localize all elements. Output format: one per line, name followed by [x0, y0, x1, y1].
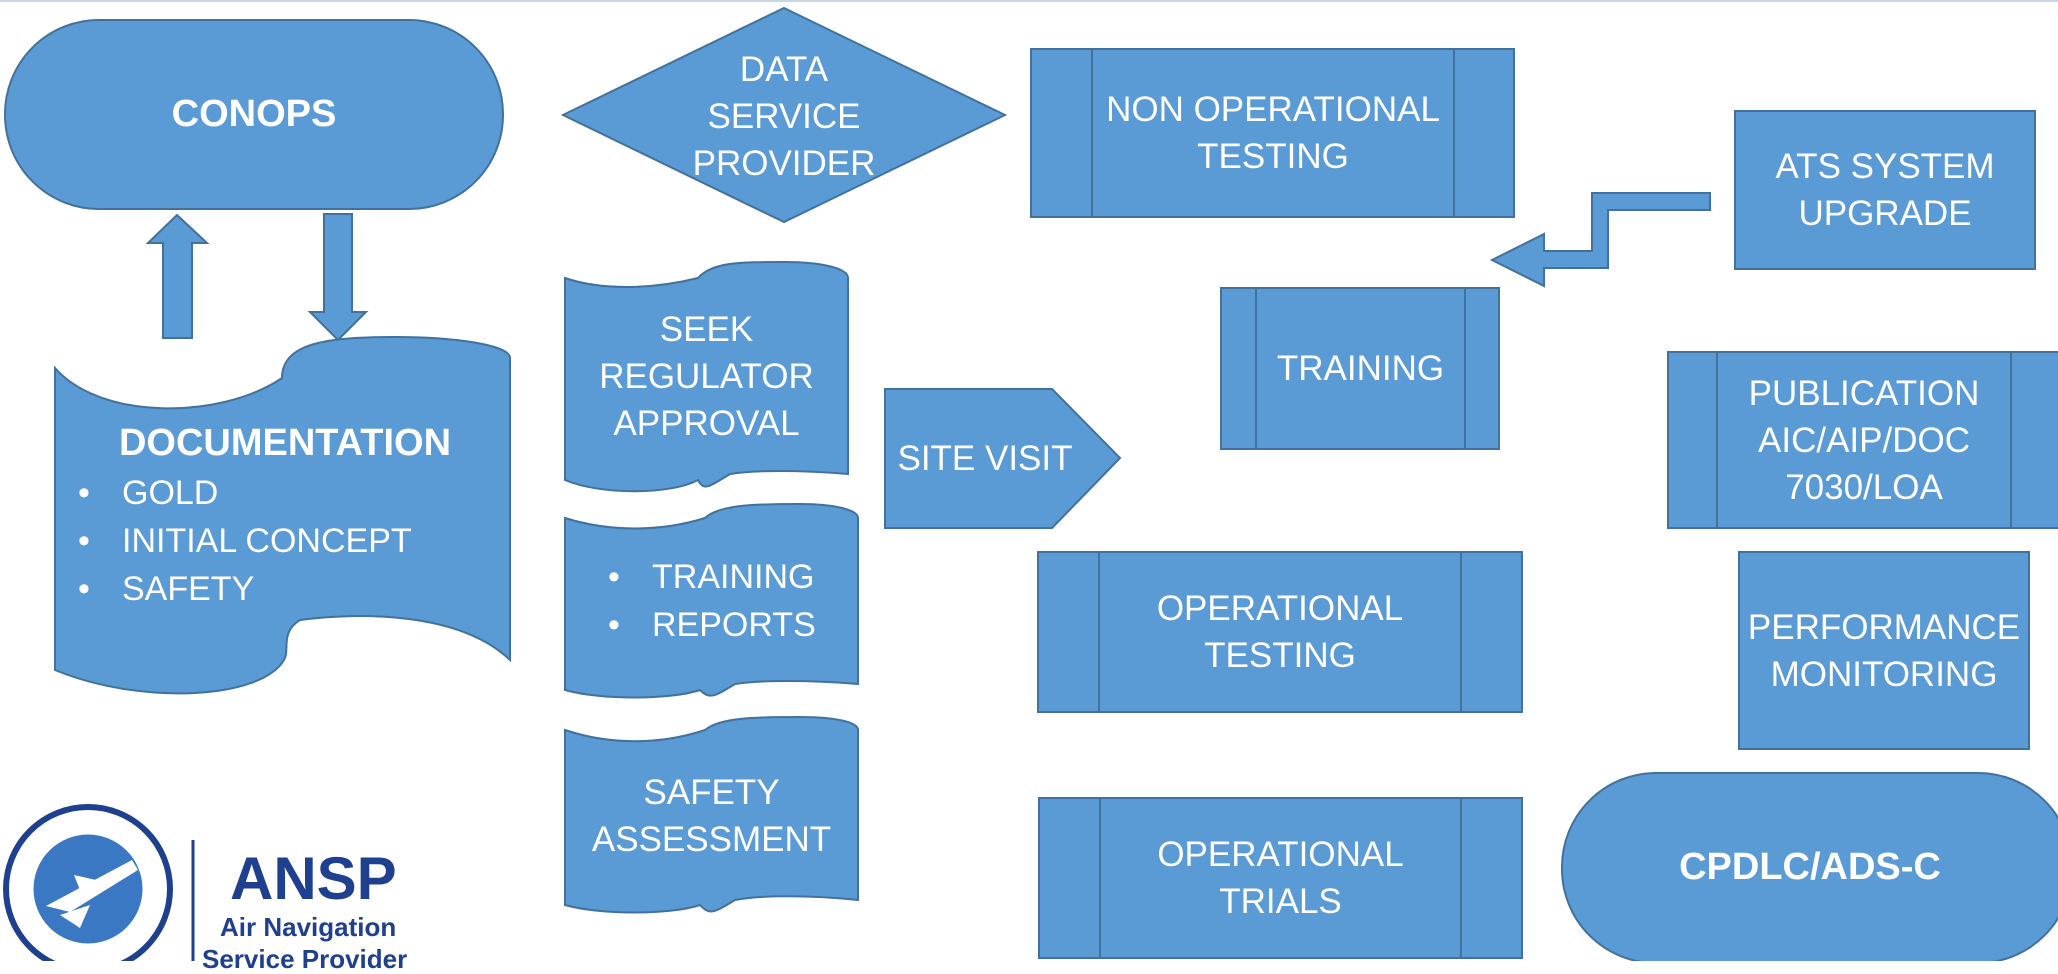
performance-monitoring-shape — [1738, 551, 2030, 750]
operational-trials-shape — [1038, 797, 1523, 959]
documentation-item: INITIAL CONCEPT — [66, 517, 412, 565]
conops-shape — [4, 19, 504, 210]
non-operational-testing-label: NON OPERATIONAL TESTING — [1106, 90, 1440, 176]
publication-shape — [1667, 351, 2058, 529]
documentation-list: GOLD INITIAL CONCEPT SAFETY — [66, 469, 412, 613]
training-label: TRAINING — [1276, 349, 1445, 388]
logo-line1: Air Navigation — [220, 912, 397, 942]
conops-label: CONOPS — [171, 93, 337, 135]
ansp-seal-logo — [3, 804, 195, 961]
logo-line2: Service Provider — [202, 944, 408, 974]
site-visit-label: SITE VISIT — [897, 439, 1073, 478]
training-shape — [1220, 287, 1500, 450]
up-arrow — [145, 213, 210, 339]
operational-testing-label: OPERATIONAL TESTING — [1156, 589, 1404, 675]
down-arrow — [307, 213, 369, 342]
cpdlc-ads-c-shape — [1561, 772, 2058, 961]
training-reports-item: REPORTS — [596, 601, 816, 649]
publication-label: PUBLICATION AIC/AIP/DOC 7030/LOA — [1748, 373, 1980, 507]
non-operational-testing-shape — [1030, 48, 1515, 218]
documentation-title: DOCUMENTATION — [118, 422, 452, 464]
safety-assessment-shape — [564, 715, 859, 914]
training-reports-item: TRAINING — [596, 553, 816, 601]
safety-assessment-label: SAFETY ASSESSMENT — [591, 773, 832, 859]
logo-acronym: ANSP — [230, 845, 397, 912]
operational-testing-shape — [1037, 551, 1523, 713]
data-service-provider-label: DATA SERVICE PROVIDER — [692, 49, 876, 183]
training-reports-list: TRAINING REPORTS — [596, 553, 816, 649]
site-visit-shape — [884, 388, 1122, 529]
seek-regulator-approval-label: SEEK REGULATOR APPROVAL — [599, 309, 814, 443]
ats-system-upgrade-label: ATS SYSTEM UPGRADE — [1775, 147, 1995, 233]
operational-trials-label: OPERATIONAL TRIALS — [1157, 835, 1404, 921]
cpdlc-ads-c-label: CPDLC/ADS-C — [1679, 845, 1941, 888]
ats-system-upgrade-shape — [1734, 110, 2036, 270]
performance-monitoring-label: PERFORMANCE MONITORING — [1747, 607, 2021, 694]
documentation-item: GOLD — [66, 469, 412, 517]
bent-arrow — [1489, 192, 1711, 288]
data-service-provider-shape — [560, 6, 1008, 224]
seek-regulator-approval-shape — [564, 260, 849, 493]
top-border — [0, 0, 2058, 2]
documentation-item: SAFETY — [66, 565, 412, 613]
